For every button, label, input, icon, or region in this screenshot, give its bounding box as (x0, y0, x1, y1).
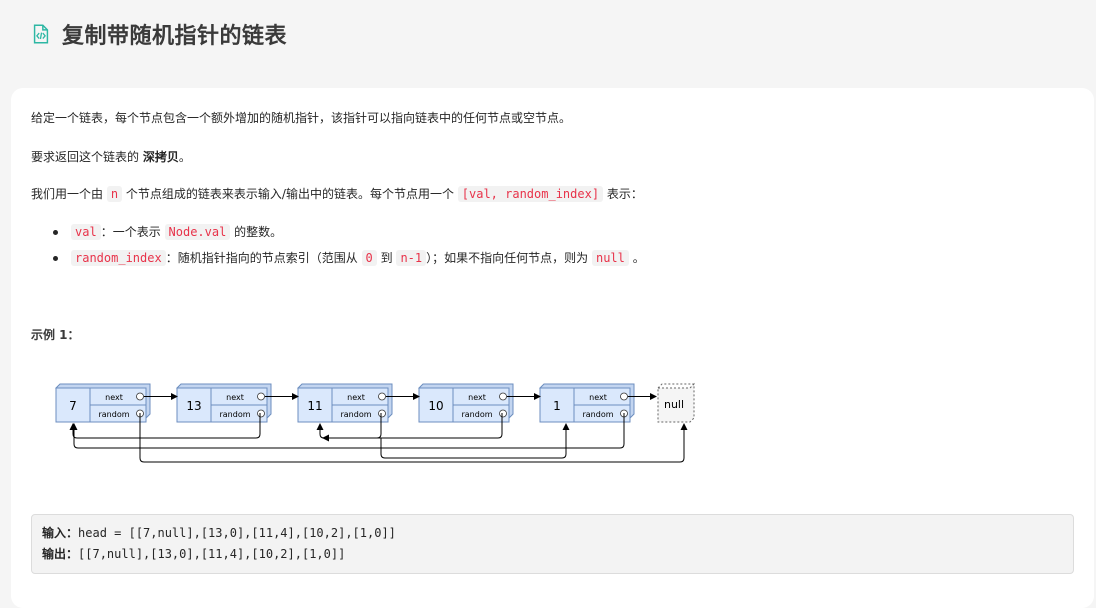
next-label: next (105, 393, 123, 402)
output-value: [[7,null],[13,0],[11,4],[10,2],[1,0]] (78, 547, 346, 561)
code-file-icon (33, 24, 49, 44)
code-n: n (106, 186, 123, 202)
list-node: 10 next random (418, 383, 514, 423)
example-io-box: 输入：head = [[7,null],[13,0],[11,4],[10,2]… (31, 514, 1074, 574)
next-pointer-dot (620, 392, 628, 401)
random-label: random (582, 410, 613, 419)
node-value: 7 (69, 399, 77, 413)
next-pointer-dot (499, 392, 507, 401)
next-pointer-dot (257, 392, 265, 401)
description-paragraph-2: 要求返回这个链表的 深拷贝。 (31, 150, 191, 164)
null-node: null (657, 382, 695, 423)
random-label: random (98, 410, 129, 419)
output-line: 输出：[[7,null],[13,0],[11,4],[10,2],[1,0]] (42, 547, 346, 561)
list-node: 13 next random (176, 383, 272, 423)
random-pointer-dot (257, 409, 265, 418)
description-paragraph-1: 给定一个链表，每个节点包含一个额外增加的随机指针，该指针可以指向链表中的任何节点… (31, 111, 572, 125)
field-list: val：一个表示 Node.val 的整数。 random_index：随机指针… (31, 222, 645, 274)
node-value: 1 (553, 399, 561, 413)
null-label: null (664, 398, 684, 411)
next-label: next (468, 393, 486, 402)
example-title: 示例 1： (31, 328, 80, 342)
next-label: next (226, 393, 244, 402)
next-label: next (589, 393, 607, 402)
next-pointer-dot (136, 392, 144, 401)
random-label: random (340, 410, 371, 419)
list-item: val：一个表示 Node.val 的整数。 (31, 222, 645, 242)
deep-copy-term: 深拷贝 (142, 150, 179, 164)
node-value: 11 (307, 399, 322, 413)
random-arrow (380, 423, 570, 459)
input-line: 输入：head = [[7,null],[13,0],[11,4],[10,2]… (42, 526, 396, 540)
random-arrow (139, 413, 688, 463)
random-pointer-dot (499, 409, 507, 418)
random-pointer-dot (378, 409, 386, 418)
next-label: next (347, 393, 365, 402)
problem-description-card: 给定一个链表，每个节点包含一个额外增加的随机指针，该指针可以指向链表中的任何节点… (11, 88, 1094, 608)
code-val-random-index: [val, random_index] (457, 186, 604, 202)
description-paragraph-3: 我们用一个由 n 个节点组成的链表来表示输入/输出中的链表。每个节点用一个 [v… (31, 186, 643, 202)
random-label: random (461, 410, 492, 419)
input-value: head = [[7,null],[13,0],[11,4],[10,2],[1… (78, 526, 396, 540)
random-arrow (322, 413, 503, 442)
list-node: 1 next random (539, 383, 635, 423)
linked-list-diagram: 7 next random 13 next random 11 next random 10 nex… (55, 382, 695, 463)
list-node: 11 next random (297, 383, 393, 423)
list-item: random_index：随机指针指向的节点索引（范围从 0 到 n-1）；如果… (31, 248, 645, 268)
node-value: 10 (428, 399, 443, 413)
random-arrow (70, 413, 625, 449)
problem-header: 复制带随机指针的链表 (30, 18, 287, 50)
problem-title: 复制带随机指针的链表 (62, 24, 288, 49)
random-label: random (219, 410, 250, 419)
random-arrow (69, 413, 261, 439)
node-value: 13 (186, 399, 201, 413)
next-pointer-dot (378, 392, 386, 401)
list-node: 7 next random (55, 383, 151, 423)
